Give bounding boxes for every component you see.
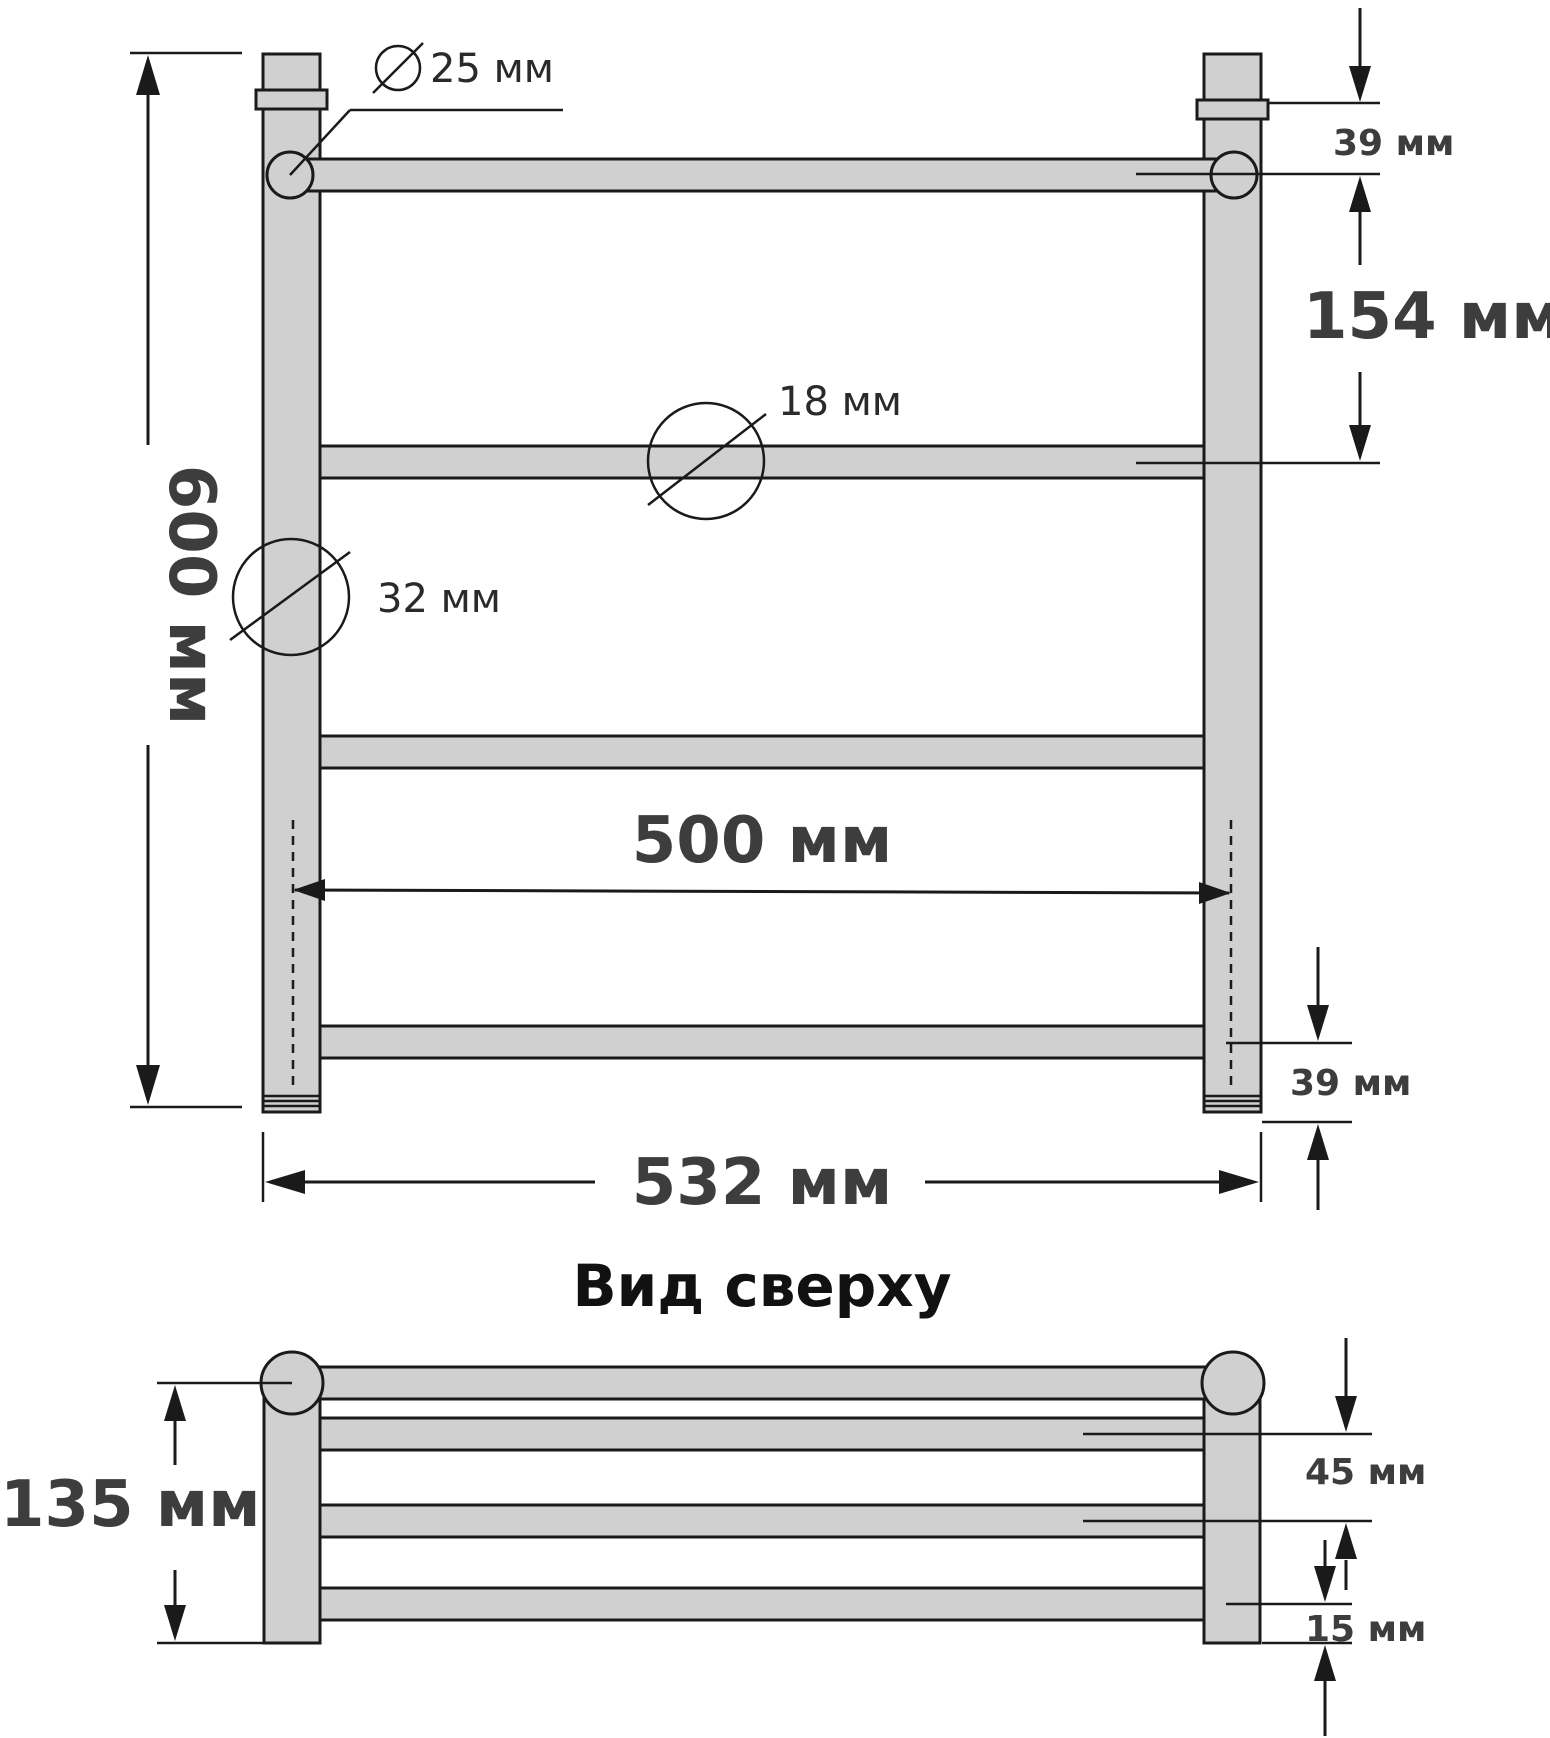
top-view-left-riser [262, 1381, 322, 1645]
depth-label: 135 мм [0, 1468, 261, 1542]
rung-3 [318, 734, 1206, 770]
depth-dimension: 135 мм [0, 1381, 292, 1645]
width-dimension: 532 мм [261, 1132, 1263, 1220]
right-collar [1195, 98, 1270, 121]
top-view-rail-3 [318, 1503, 1206, 1539]
left-thread [263, 1094, 320, 1108]
center-distance-dimension: 500 мм [293, 804, 1231, 904]
right-thread [1204, 1094, 1261, 1108]
diameter-icon [372, 42, 424, 94]
top-rail-diameter-label: 25 мм [430, 46, 554, 92]
offset-label: 15 мм [1305, 1609, 1426, 1650]
top-rail-diameter-callout: 25 мм [289, 42, 563, 176]
rail-spacing-label: 45 мм [1305, 1452, 1426, 1493]
top-view-title: Вид сверху [572, 1252, 951, 1320]
top-view-top-rail [290, 1365, 1234, 1401]
rung-diameter-callout: 18 мм [646, 379, 902, 521]
top-rail [288, 157, 1236, 193]
top-view [259, 1350, 1266, 1645]
width-label: 532 мм [632, 1146, 893, 1220]
height-label: 600 мм [154, 465, 228, 726]
rail-spacing-dimension: 45 мм [1083, 1338, 1426, 1590]
bottom-offset-label: 39 мм [1290, 1063, 1411, 1104]
top-view-rail-4 [318, 1586, 1206, 1622]
left-riser [261, 52, 322, 1114]
top-offset-label: 39 мм [1333, 123, 1454, 164]
left-collar [254, 88, 329, 111]
rung-spacing-dimension: 154 мм [1136, 176, 1550, 465]
height-dimension: 600 мм [130, 51, 242, 1109]
rung-diameter-label: 18 мм [778, 379, 902, 425]
center-distance-label: 500 мм [632, 804, 893, 878]
top-view-rail-2 [318, 1416, 1206, 1452]
offset-dimension: 15 мм [1226, 1540, 1426, 1736]
top-view-right-cap [1200, 1350, 1266, 1416]
riser-diameter-label: 32 мм [377, 576, 501, 622]
top-offset-dimension: 39 мм [1136, 8, 1454, 176]
riser-diameter-callout: 32 мм [229, 537, 501, 657]
rung-spacing-label: 154 мм [1303, 280, 1550, 354]
right-riser [1202, 52, 1263, 1114]
bottom-offset-dimension: 39 мм [1226, 947, 1411, 1210]
rung-4 [318, 1024, 1206, 1060]
